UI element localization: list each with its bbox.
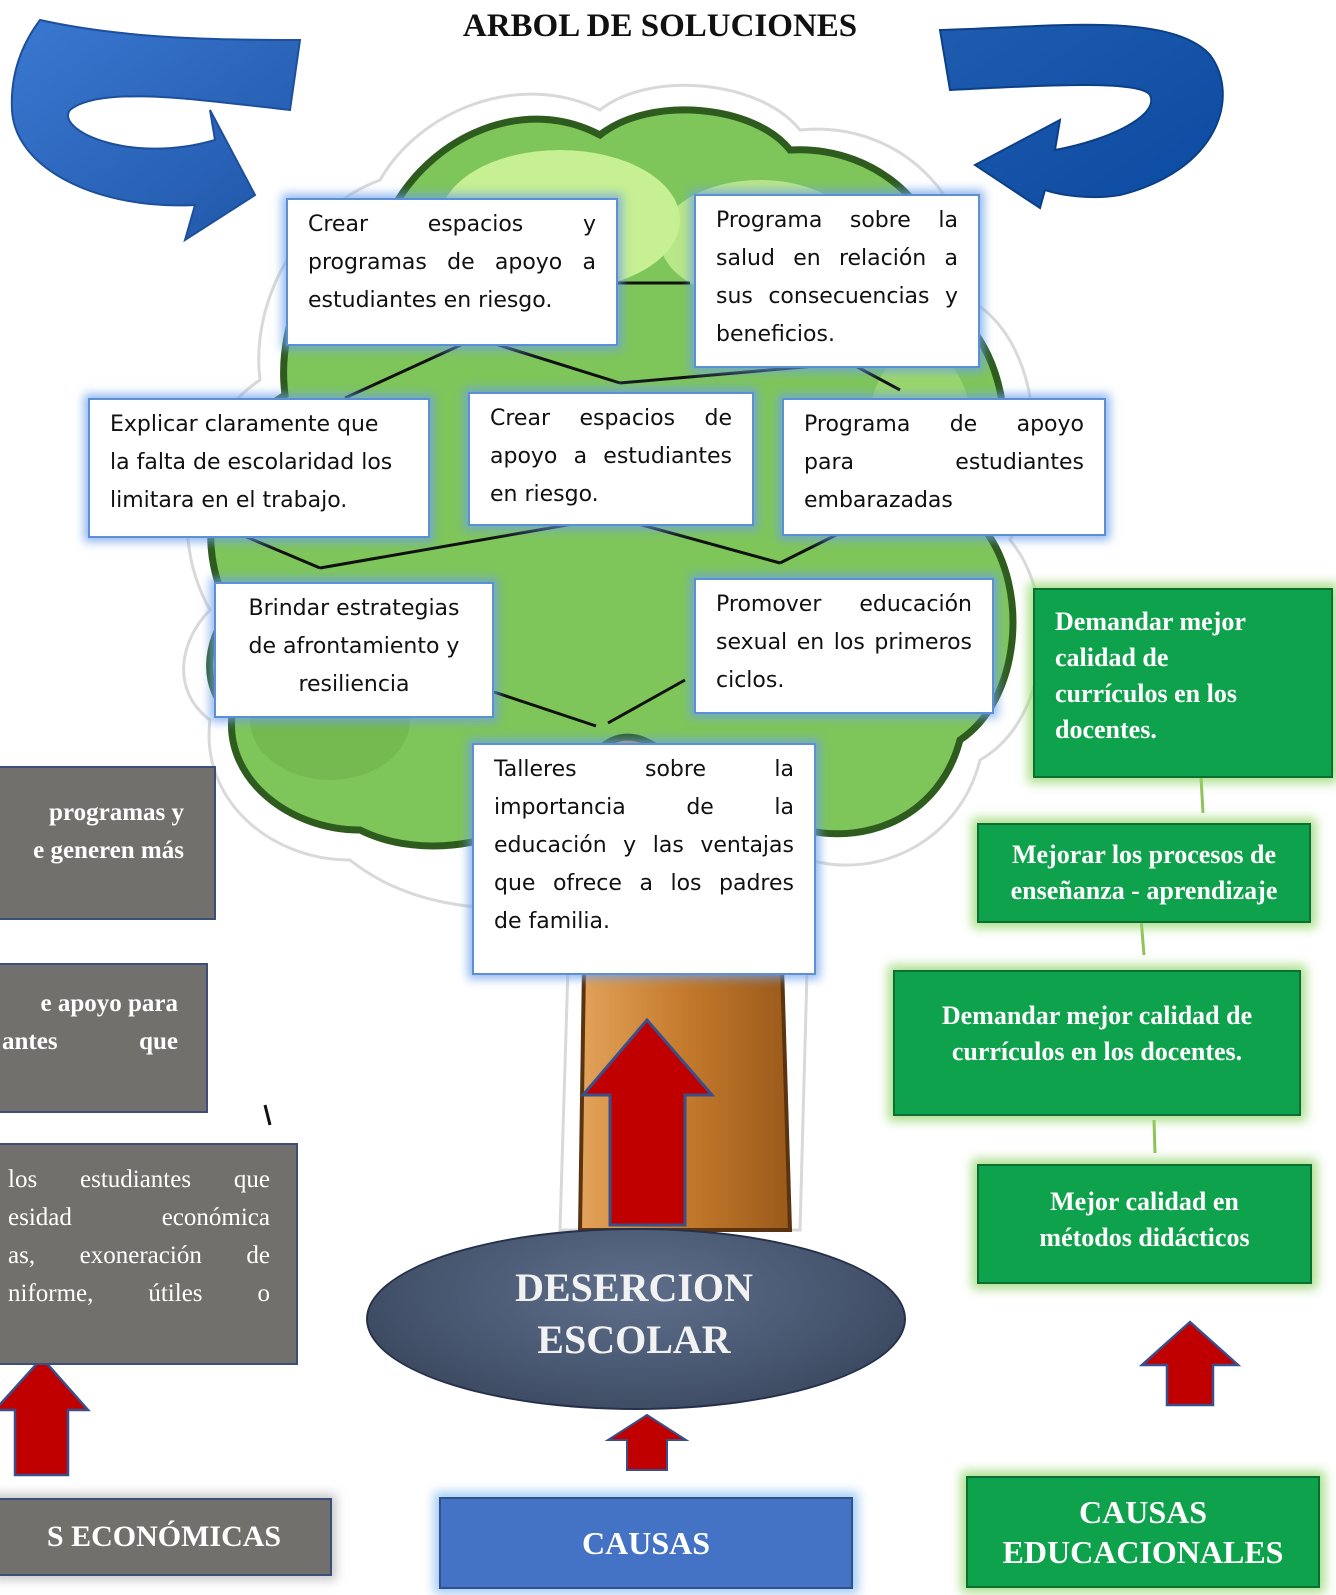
up-arrow-trunk-icon bbox=[579, 1017, 716, 1227]
box-line: apoyo a estudiantes bbox=[490, 444, 732, 469]
box-estrategias: Brindar estrategias de afrontamiento y r… bbox=[214, 582, 494, 718]
green-box-line: currículos en los bbox=[1055, 679, 1237, 708]
box-crear-programas: Crear espacios y programas de apoyo a es… bbox=[286, 198, 618, 346]
box-line: salud en relación a bbox=[716, 246, 958, 271]
box-line: Crear espacios de bbox=[490, 406, 732, 431]
gray-box-line: esidad económica bbox=[8, 1204, 270, 1231]
box-talleres: Talleres sobre la importancia de la educ… bbox=[472, 743, 816, 975]
green-box-line: currículos en los docentes. bbox=[951, 1037, 1243, 1066]
gray-box-line: programas y bbox=[49, 799, 184, 826]
box-line: importancia de la bbox=[494, 795, 794, 820]
box-line: Explicar claramente que bbox=[110, 412, 379, 437]
box-line: para estudiantes bbox=[804, 450, 1084, 475]
bottom-box-educacionales: CAUSAS EDUCACIONALES bbox=[966, 1476, 1320, 1588]
box-embarazadas: Programa de apoyo para estudiantes embar… bbox=[782, 398, 1106, 536]
desercion-escolar-ellipse bbox=[366, 1228, 906, 1410]
ellipse-line: DESERCION bbox=[515, 1265, 753, 1310]
box-line: Programa de apoyo bbox=[804, 412, 1084, 437]
box-line: Brindar estrategias bbox=[248, 596, 460, 621]
green-box-line: Demandar mejor calidad de bbox=[941, 1001, 1253, 1030]
bottom-box-causas: CAUSAS bbox=[439, 1497, 853, 1589]
box-line: estudiantes en riesgo. bbox=[308, 288, 553, 313]
box-line: Talleres sobre la bbox=[494, 757, 794, 782]
bottom-box-economicas: S ECONÓMICAS bbox=[0, 1498, 332, 1576]
green-box-line: enseñanza - aprendizaje bbox=[1010, 876, 1278, 905]
box-line: resiliencia bbox=[298, 672, 410, 697]
box-line: educación y las ventajas bbox=[494, 833, 794, 858]
gray-box-apoyo: e apoyo para antes que bbox=[0, 963, 208, 1113]
gray-box-estudiantes: los estudiantes que esidad económica as,… bbox=[0, 1143, 298, 1365]
box-line: que ofrece a los padres bbox=[494, 871, 794, 896]
gray-box-line: e generen más bbox=[33, 837, 184, 864]
bottom-box-line: CAUSAS bbox=[1078, 1494, 1208, 1530]
box-line: embarazadas bbox=[804, 488, 953, 513]
green-box-demandar-mejor: Demandar mejor calidad de currículos en … bbox=[1033, 588, 1333, 778]
gray-box-line: niforme, útiles o bbox=[8, 1280, 270, 1307]
box-line: Crear espacios y bbox=[308, 212, 596, 237]
box-line: beneficios. bbox=[716, 322, 835, 347]
page-title: ARBOL DE SOLUCIONES bbox=[462, 8, 858, 44]
box-line: Promover educación bbox=[716, 592, 972, 617]
box-line: sexual en los primeros bbox=[716, 630, 972, 655]
curved-arrow-right-icon bbox=[938, 23, 1224, 210]
box-crear-espacios: Crear espacios de apoyo a estudiantes en… bbox=[468, 392, 754, 526]
gray-box-line: antes que bbox=[2, 1028, 178, 1055]
box-line: de familia. bbox=[494, 909, 610, 934]
desercion-escolar-label: DESERCION ESCOLAR bbox=[366, 1262, 902, 1366]
gray-box-line: e apoyo para bbox=[40, 990, 179, 1017]
box-line: ciclos. bbox=[716, 668, 785, 693]
green-box-mejorar-procesos: Mejorar los procesos de enseñanza - apre… bbox=[977, 823, 1311, 923]
box-educacion-sexual: Promover educación sexual en los primero… bbox=[694, 578, 994, 714]
gray-box-programas: programas y e generen más bbox=[0, 766, 216, 920]
green-box-line: calidad de bbox=[1055, 643, 1169, 672]
green-box-demandar-calidad: Demandar mejor calidad de currículos en … bbox=[893, 970, 1301, 1116]
box-line: Programa sobre la bbox=[716, 208, 958, 233]
box-line: sus consecuencias y bbox=[716, 284, 958, 309]
box-programa-salud: Programa sobre la salud en relación a su… bbox=[694, 194, 980, 368]
curved-arrow-left-icon bbox=[10, 18, 302, 243]
up-arrow-center-icon bbox=[604, 1413, 690, 1471]
bottom-box-line: EDUCACIONALES bbox=[1002, 1534, 1284, 1570]
green-box-metodos-didacticos: Mejor calidad en métodos didácticos bbox=[977, 1164, 1312, 1284]
up-arrow-left-icon bbox=[0, 1356, 91, 1477]
green-box-line: Mejor calidad en bbox=[1050, 1187, 1239, 1216]
ellipse-line: ESCOLAR bbox=[537, 1317, 731, 1362]
green-box-line: docentes. bbox=[1055, 715, 1157, 744]
green-box-line: métodos didácticos bbox=[1039, 1223, 1250, 1252]
box-line: limitara en el trabajo. bbox=[110, 488, 348, 513]
green-connector-lines bbox=[1139, 776, 1205, 1154]
box-explicar: Explicar claramente que la falta de esco… bbox=[88, 398, 430, 538]
box-line: programas de apoyo a bbox=[308, 250, 596, 275]
green-box-line: Mejorar los procesos de bbox=[1011, 840, 1277, 869]
gray-box-line: los estudiantes que bbox=[8, 1166, 270, 1193]
box-line: de afrontamiento y bbox=[248, 634, 460, 659]
box-line: la falta de escolaridad los bbox=[110, 450, 393, 475]
gray-box-line: as, exoneración de bbox=[8, 1242, 270, 1269]
green-box-line: Demandar mejor bbox=[1055, 607, 1246, 636]
up-arrow-right-icon bbox=[1138, 1320, 1242, 1407]
box-line: en riesgo. bbox=[490, 482, 599, 507]
